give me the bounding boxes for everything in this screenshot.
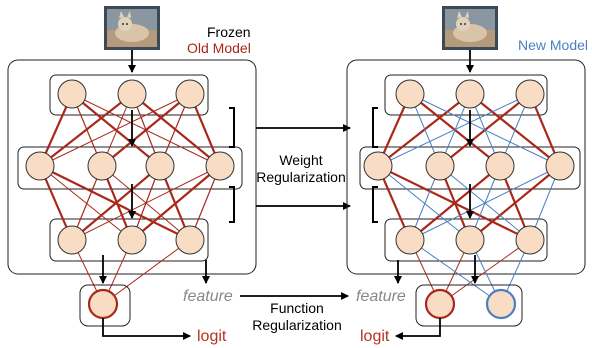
- new-nodes: [363, 79, 575, 255]
- old-network-frame: [7, 59, 257, 275]
- old-layer1-box: [49, 74, 209, 116]
- new-logit-out-arrow: [395, 318, 441, 340]
- new-class-logit-node: [485, 288, 517, 320]
- old-logit-label: logit: [197, 328, 227, 345]
- old-node: [25, 151, 55, 181]
- old-node: [145, 151, 175, 181]
- middle-connectors: Weight Regularization Function Regulariz…: [240, 124, 351, 333]
- new-node: [395, 79, 425, 109]
- new-edges-red: [376, 93, 562, 305]
- old-node: [205, 151, 235, 181]
- old-layer3-box: [49, 218, 209, 262]
- old-nodes: [25, 79, 235, 255]
- old-bracket-bottom: [229, 186, 235, 223]
- old-node: [175, 225, 205, 255]
- old-model-input-image: [104, 6, 160, 50]
- old-model-name-caption: Old Model: [187, 40, 251, 56]
- new-layer3-box: [384, 218, 548, 262]
- new-layer1-box: [384, 74, 548, 116]
- weight-regularization-label-line1: Weight: [279, 152, 322, 168]
- old-logit-copy-node: [424, 288, 456, 320]
- old-node: [117, 79, 147, 109]
- new-node: [455, 79, 485, 109]
- old-node: [175, 79, 205, 109]
- new-node: [395, 225, 425, 255]
- old-node: [57, 225, 87, 255]
- old-logit-node: [87, 288, 119, 320]
- old-node: [87, 151, 117, 181]
- weight-regularization-label-line2: Regularization: [256, 169, 346, 185]
- new-node: [515, 225, 545, 255]
- new-network-frame: [346, 59, 586, 275]
- old-node: [57, 79, 87, 109]
- new-model-group: New Model: [346, 6, 588, 345]
- function-regularization-label-line2: Regularization: [252, 317, 342, 333]
- old-node: [117, 225, 147, 255]
- old-logit-out-arrow: [102, 318, 191, 340]
- new-edges-blue: [377, 93, 561, 305]
- new-node: [363, 151, 393, 181]
- old-model-frozen-caption: Frozen: [207, 24, 251, 40]
- new-logit-box: [415, 284, 523, 327]
- new-feature-label: feature: [356, 288, 406, 305]
- old-feature-label: feature: [183, 288, 233, 305]
- new-model-input-image: [442, 6, 498, 50]
- old-model-group: Frozen Old Model: [7, 6, 257, 345]
- old-bracket-top: [229, 107, 235, 148]
- function-regularization-label-line1: Function: [270, 300, 324, 316]
- new-node: [425, 151, 455, 181]
- new-node: [545, 151, 575, 181]
- new-node: [515, 79, 545, 109]
- new-bracket-top: [372, 107, 378, 148]
- old-logit-box: [79, 284, 131, 327]
- old-edges: [38, 93, 222, 305]
- new-model-name-caption: New Model: [518, 37, 588, 53]
- new-node: [455, 225, 485, 255]
- new-bracket-bottom: [372, 186, 378, 223]
- new-node: [485, 151, 515, 181]
- new-logit-label: logit: [360, 328, 390, 345]
